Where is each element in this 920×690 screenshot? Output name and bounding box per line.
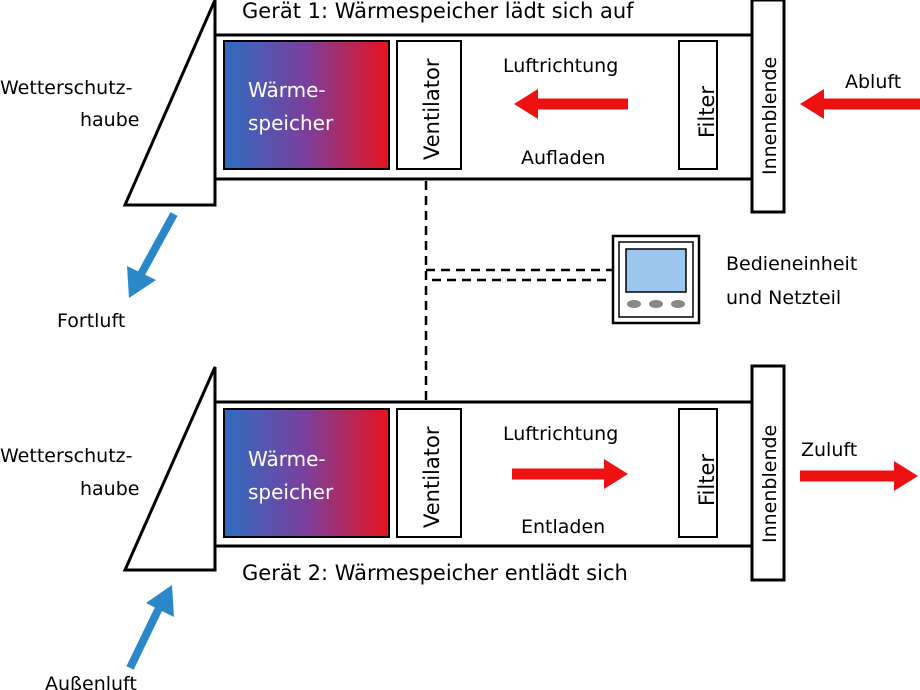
device-1-outlet-label: Fortluft — [57, 310, 125, 332]
control-unit-button-1 — [627, 300, 641, 308]
device-2-outlet-label: Zuluft — [801, 439, 857, 461]
control-unit-button-3 — [671, 300, 685, 308]
control-wiring — [424, 181, 613, 400]
control-unit-label-2: und Netzteil — [726, 287, 841, 309]
device-2-panel-label: Innenblende — [759, 425, 781, 543]
device-1-hood-label-2: haube — [80, 109, 139, 131]
device-2-title: Gerät 2: Wärmespeicher entlädt sich — [242, 561, 628, 585]
device-1: Gerät 1: Wärmespeicher lädt sich auf Wet… — [0, 0, 920, 332]
device-2-hood-label-1: Wetterschutz- — [0, 445, 132, 467]
device-2-direction-label: Luftrichtung — [503, 423, 618, 445]
control-unit: Bedieneinheit und Netzteil — [611, 234, 857, 325]
device-2-heat-storage — [223, 408, 390, 538]
device-1-outlet-arrow-head — [127, 266, 156, 298]
device-1-storage-label-1: Wärme- — [248, 78, 326, 102]
device-2-fan — [396, 408, 462, 538]
device-2-storage-label-2: speicher — [248, 480, 334, 504]
device-1-inlet-arrow-head — [800, 89, 824, 119]
device-2-direction-arrow-head — [604, 459, 628, 489]
device-1-heat-storage — [223, 40, 390, 170]
device-2-outlet-arrow-head — [894, 461, 918, 491]
device-2-inlet-arrow-head — [146, 585, 174, 617]
device-1-panel-label: Innenblende — [759, 57, 781, 175]
device-1-fan — [396, 40, 462, 170]
device-1-inner-panel — [750, 0, 786, 214]
device-1-outlet-arrow-shaft — [136, 212, 178, 278]
device-1-filter-label: Filter — [695, 86, 719, 138]
device-1-inlet-label: Abluft — [845, 71, 901, 93]
device-1-weather-hood — [122, 0, 217, 207]
control-unit-screen — [625, 248, 687, 293]
device-2-fan-label: Ventilator — [420, 426, 444, 528]
device-1-title: Gerät 1: Wärmespeicher lädt sich auf — [242, 0, 634, 23]
device-2-storage-label-1: Wärme- — [248, 447, 326, 471]
device-1-direction-label: Luftrichtung — [503, 55, 618, 77]
device-2-inner-panel — [750, 364, 786, 582]
device-2-weather-hood — [122, 366, 217, 572]
device-2-inlet-arrow-shaft — [126, 604, 164, 670]
device-2-hood-label-2: haube — [80, 478, 139, 500]
device-2: Wetterschutz- haube Wärme- speicher Vent… — [0, 364, 918, 690]
control-unit-label-1: Bedieneinheit — [726, 253, 857, 275]
device-2-filter-label: Filter — [695, 454, 719, 506]
device-1-mode-label: Aufladen — [521, 147, 605, 169]
control-unit-button-2 — [649, 300, 663, 308]
device-1-storage-label-2: speicher — [248, 111, 334, 135]
device-1-hood-label-1: Wetterschutz- — [0, 77, 132, 99]
device-2-inlet-label: Außenluft — [45, 673, 137, 690]
device-2-mode-label: Entladen — [521, 516, 605, 538]
device-1-direction-arrow-head — [514, 89, 538, 119]
device-1-filter — [678, 40, 718, 170]
device-1-fan-label: Ventilator — [420, 58, 444, 160]
device-2-filter — [678, 408, 718, 538]
